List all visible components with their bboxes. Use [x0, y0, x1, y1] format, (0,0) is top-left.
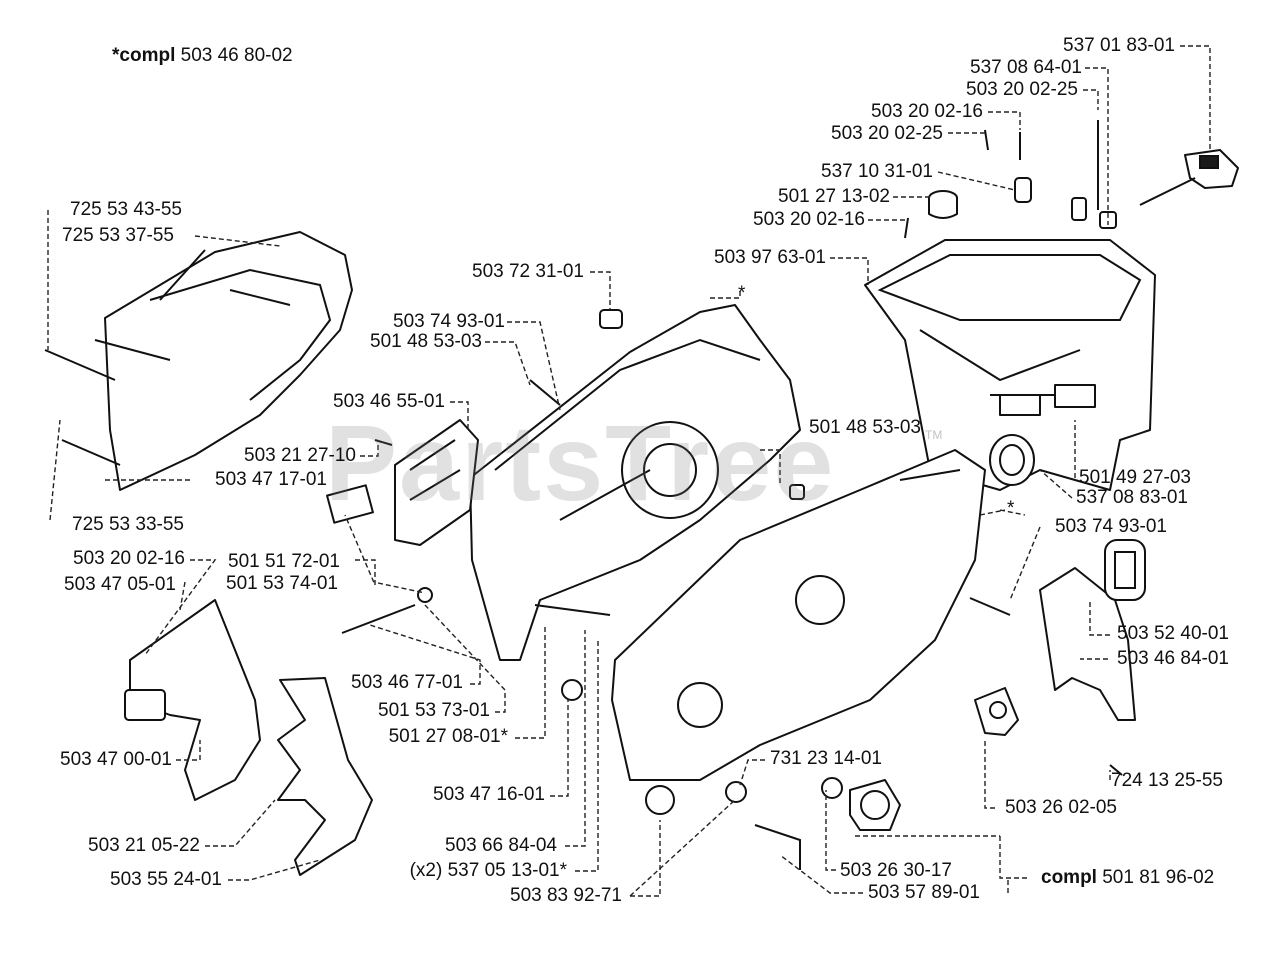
part-label[interactable]: 501 27 13-02: [778, 186, 890, 207]
part-label[interactable]: 503 21 05-22: [88, 835, 200, 856]
part-label[interactable]: 503 47 00-01: [60, 749, 172, 770]
part-label[interactable]: 503 20 02-25: [966, 79, 1078, 100]
chain-catcher-part[interactable]: [1039, 567, 1136, 721]
bolts: [341, 309, 1123, 776]
part-label[interactable]: 503 20 02-16: [871, 101, 983, 122]
part-label[interactable]: (x2) 537 05 13-01*: [409, 860, 567, 881]
compl-footer-number: 501 81 96-02: [1102, 867, 1215, 888]
part-label[interactable]: 725 53 33-55: [72, 514, 184, 535]
asterisk-marker: *: [1007, 498, 1015, 519]
part-label[interactable]: 503 97 63-01: [714, 247, 826, 268]
compl-footer-prefix: compl: [1041, 867, 1097, 888]
part-label[interactable]: 501 51 72-01: [228, 551, 340, 572]
throttle-latch-part[interactable]: [1139, 149, 1239, 206]
crankcase-part[interactable]: [469, 304, 986, 781]
compl-footer-label[interactable]: compl 501 81 96-02: [1041, 867, 1214, 889]
part-label[interactable]: 503 26 02-05: [1005, 797, 1117, 818]
part-label[interactable]: 537 08 83-01: [1076, 487, 1188, 508]
part-label[interactable]: 503 20 02-16: [73, 548, 185, 569]
part-label[interactable]: 503 20 02-25: [831, 123, 943, 144]
part-label[interactable]: 503 55 24-01: [110, 869, 222, 890]
part-label[interactable]: 731 23 14-01: [770, 748, 882, 769]
part-label[interactable]: 501 53 73-01: [378, 700, 490, 721]
part-label[interactable]: 501 27 08-01*: [388, 726, 508, 747]
part-label[interactable]: 503 74 93-01: [393, 311, 505, 332]
part-label[interactable]: 503 46 55-01: [333, 391, 445, 412]
left-cover-part[interactable]: [44, 231, 353, 491]
fuel-cap-part[interactable]: [754, 779, 901, 870]
part-label[interactable]: 537 10 31-01: [821, 161, 933, 182]
part-label[interactable]: 503 66 84-04: [445, 835, 557, 856]
part-label[interactable]: 503 46 84-01: [1117, 648, 1229, 669]
part-label[interactable]: 503 21 27-10: [244, 445, 356, 466]
part-label[interactable]: 503 83 92-71: [510, 885, 622, 906]
leader-lines: [47, 45, 1211, 897]
part-label[interactable]: 501 48 53-03: [370, 331, 482, 352]
part-label[interactable]: 501 53 74-01: [226, 573, 338, 594]
grommet-part[interactable]: [928, 190, 958, 219]
part-label[interactable]: 503 20 02-16: [753, 209, 865, 230]
brake-spring-part[interactable]: [277, 677, 373, 876]
assembly-header-number[interactable]: 503 46 80-02: [180, 45, 293, 66]
chain-guard-plate-part[interactable]: [394, 419, 479, 546]
part-label[interactable]: 725 53 43-55: [70, 199, 182, 220]
chain-brake-housing-part[interactable]: [124, 599, 261, 801]
assembly-header: *compl 503 46 80-02: [112, 45, 293, 67]
fuel-pickup-part[interactable]: [561, 679, 843, 815]
assembly-header-prefix: *compl: [112, 45, 176, 66]
part-label[interactable]: 501 49 27-03: [1079, 467, 1191, 488]
part-label[interactable]: 501 48 53-03: [809, 417, 921, 438]
part-label[interactable]: 503 46 77-01: [351, 672, 463, 693]
vibration-damper-part[interactable]: [974, 687, 1019, 736]
part-label[interactable]: 503 26 30-17: [840, 860, 952, 881]
part-label[interactable]: 537 08 64-01: [970, 57, 1082, 78]
mount-ring-part[interactable]: [989, 434, 1035, 486]
part-label[interactable]: 725 53 37-55: [62, 225, 174, 246]
sleeve-part[interactable]: [904, 120, 1117, 239]
filter-cover-part[interactable]: [1104, 539, 1146, 601]
part-label[interactable]: 503 47 17-01: [215, 469, 327, 490]
part-label[interactable]: 724 13 25-55: [1111, 770, 1223, 791]
part-label[interactable]: 503 74 93-01: [1055, 516, 1167, 537]
part-label[interactable]: 503 47 16-01: [433, 784, 545, 805]
part-label[interactable]: 503 52 40-01: [1117, 623, 1229, 644]
part-label[interactable]: 503 57 89-01: [868, 882, 980, 903]
asterisk-marker: *: [738, 283, 746, 304]
watermark-tm: TM: [925, 428, 943, 442]
part-label[interactable]: 503 47 05-01: [64, 574, 176, 595]
part-label[interactable]: 503 72 31-01: [472, 261, 584, 282]
air-filter-housing-part[interactable]: [864, 239, 1156, 491]
part-label[interactable]: 537 01 83-01: [1063, 35, 1175, 56]
cushion-part[interactable]: [326, 484, 374, 524]
